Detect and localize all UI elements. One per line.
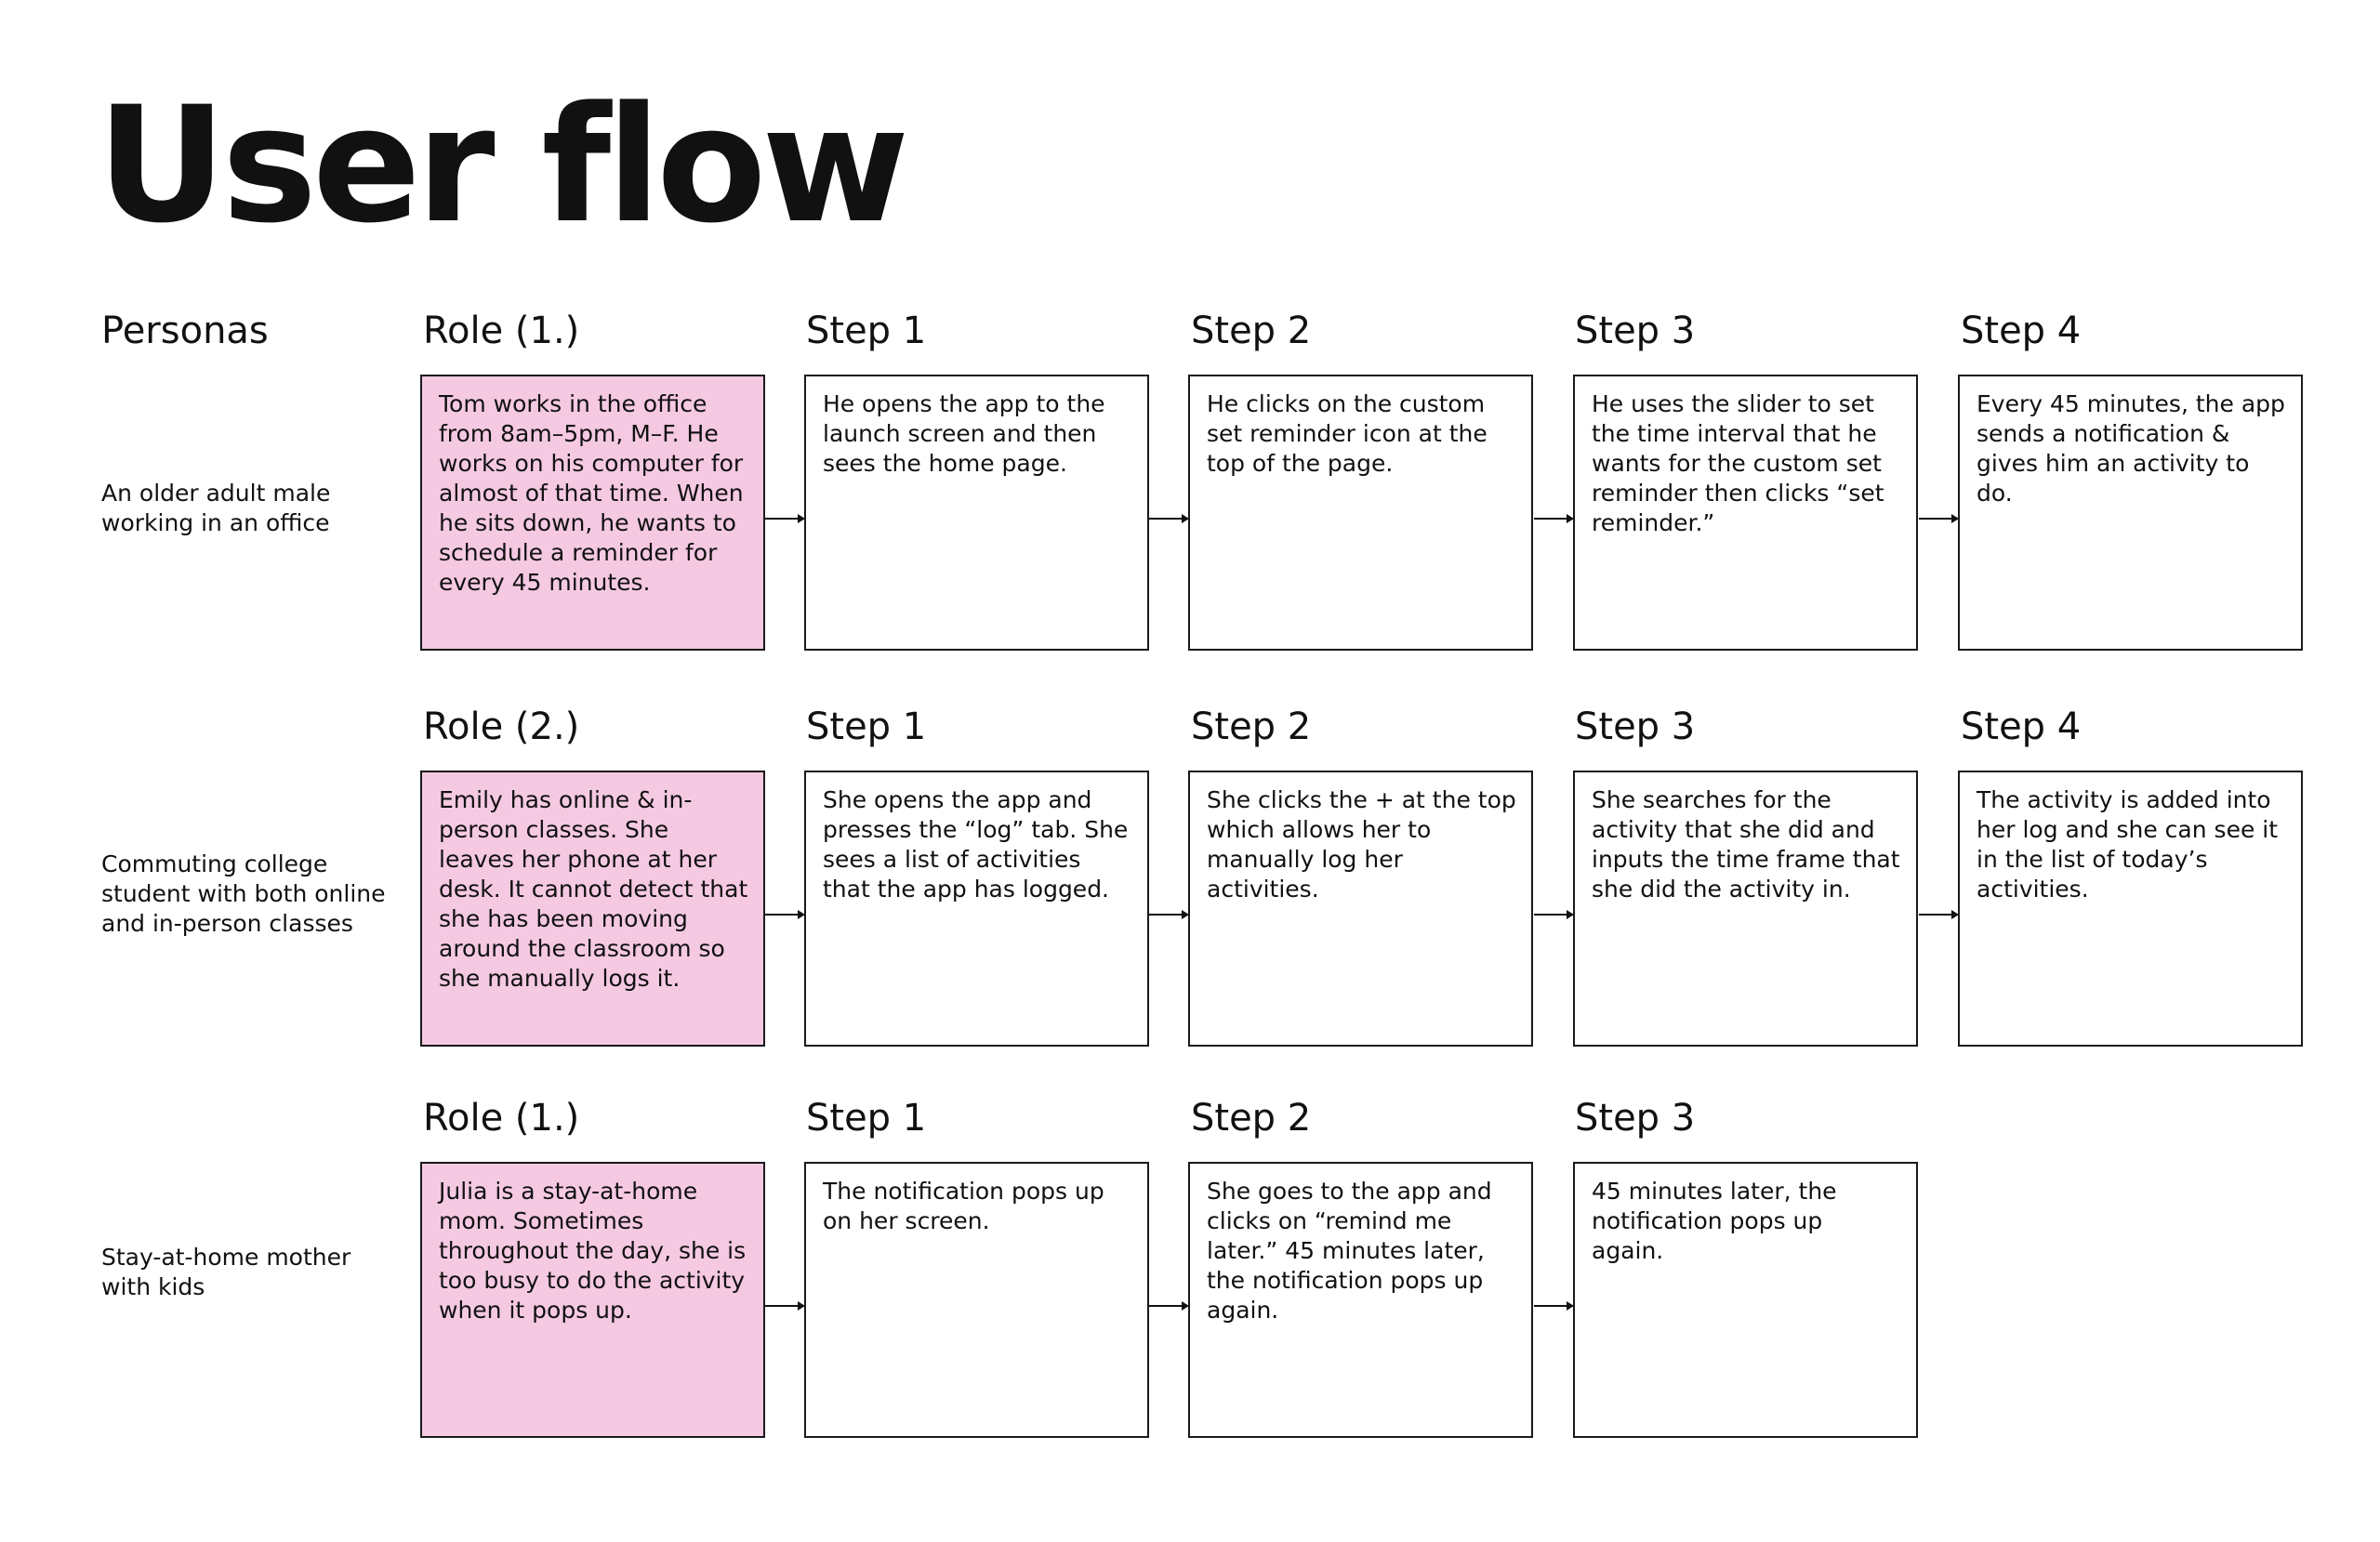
persona-2: Commuting college student with both onli… bbox=[101, 850, 386, 937]
flow-arrow bbox=[1534, 1301, 1574, 1311]
row-3-step-1-label: Step 1 bbox=[806, 1097, 927, 1140]
row-1-step-3-box: He uses the slider to set the time inter… bbox=[1573, 375, 1918, 651]
role-1-label: Role (1.) bbox=[423, 310, 580, 352]
row-3-step-2-label: Step 2 bbox=[1191, 1097, 1312, 1140]
row-1-step-4-label: Step 4 bbox=[1961, 310, 2082, 352]
persona-1: An older adult male working in an office bbox=[101, 480, 331, 536]
flow-arrow bbox=[1149, 1301, 1189, 1311]
persona-3: Stay-at-home mother with kids bbox=[101, 1244, 351, 1300]
flow-arrow bbox=[1149, 910, 1189, 919]
row-2-step-3-box: She searches for the activity that she d… bbox=[1573, 771, 1918, 1047]
row-2-step-1-label: Step 1 bbox=[806, 705, 927, 748]
row-3-step-2-box: She goes to the app and clicks on “remin… bbox=[1188, 1162, 1533, 1438]
row-1-step-2-box: He clicks on the custom set reminder ico… bbox=[1188, 375, 1533, 651]
row-2-step-3-label: Step 3 bbox=[1575, 705, 1696, 748]
flow-arrow bbox=[1149, 514, 1189, 523]
flow-arrow bbox=[1534, 514, 1574, 523]
row-3-step-3-box: 45 minutes later, the notification pops … bbox=[1573, 1162, 1918, 1438]
flow-arrow bbox=[765, 514, 805, 523]
row-3-step-3-label: Step 3 bbox=[1575, 1097, 1696, 1140]
role-1-box: Tom works in the office from 8am–5pm, M–… bbox=[420, 375, 765, 651]
flow-arrow bbox=[1919, 514, 1959, 523]
flow-arrow bbox=[1534, 910, 1574, 919]
role-2-box: Emily has online & in-person classes. Sh… bbox=[420, 771, 765, 1047]
row-1-step-2-label: Step 2 bbox=[1191, 310, 1312, 352]
row-1-step-4-box: Every 45 minutes, the app sends a notifi… bbox=[1958, 375, 2303, 651]
row-1-step-3-label: Step 3 bbox=[1575, 310, 1696, 352]
row-2-step-2-box: She clicks the + at the top which allows… bbox=[1188, 771, 1533, 1047]
flow-arrow bbox=[1919, 910, 1959, 919]
row-3-step-1-box: The notification pops up on her screen. bbox=[804, 1162, 1149, 1438]
flow-arrow bbox=[765, 910, 805, 919]
personas-header: Personas bbox=[101, 310, 269, 352]
row-2-step-4-box: The activity is added into her log and s… bbox=[1958, 771, 2303, 1047]
row-1-step-1-box: He opens the app to the launch screen an… bbox=[804, 375, 1149, 651]
row-1-step-1-label: Step 1 bbox=[806, 310, 927, 352]
row-2-step-1-box: She opens the app and presses the “log” … bbox=[804, 771, 1149, 1047]
role-2-label: Role (2.) bbox=[423, 705, 580, 748]
row-2-step-2-label: Step 2 bbox=[1191, 705, 1312, 748]
row-2-step-4-label: Step 4 bbox=[1961, 705, 2082, 748]
page-title: User flow bbox=[97, 72, 909, 258]
role-3-box: Julia is a stay-at-home mom. Sometimes t… bbox=[420, 1162, 765, 1438]
role-3-label: Role (1.) bbox=[423, 1097, 580, 1140]
flow-arrow bbox=[765, 1301, 805, 1311]
